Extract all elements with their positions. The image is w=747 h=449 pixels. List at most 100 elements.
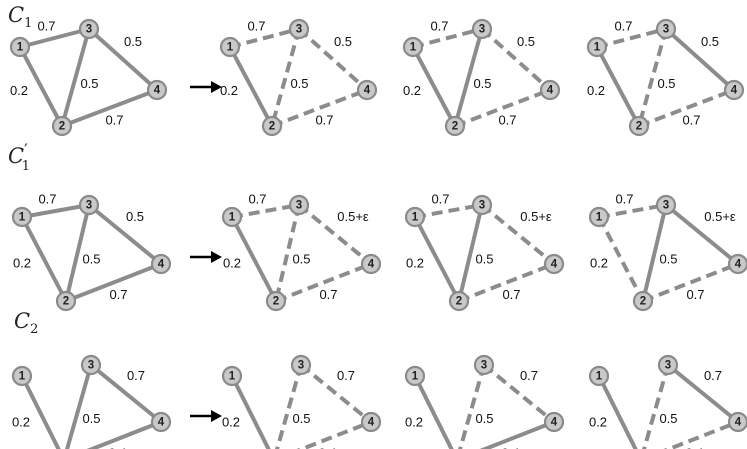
edge-weight-3-2: 0.5 (292, 252, 310, 267)
edge-1-3 (229, 27, 300, 49)
svg-text:4: 4 (154, 85, 161, 97)
svg-text:3: 3 (479, 24, 485, 36)
node-4: 4 (356, 79, 378, 101)
svg-text:4: 4 (735, 417, 742, 429)
node-3: 3 (655, 194, 677, 216)
node-3: 3 (655, 18, 677, 40)
edge-weight-3-2: 0.5 (657, 76, 675, 91)
svg-text:4: 4 (731, 85, 738, 97)
svg-text:4: 4 (158, 417, 165, 429)
node-3: 3 (471, 18, 493, 40)
node-3: 3 (288, 18, 310, 40)
edge-weight-3-2: 0.5 (82, 411, 100, 426)
edge-weight-3-2: 0.5 (292, 411, 310, 426)
edge-weight-3-4: 0.5+ε (520, 209, 552, 224)
edge-3-4 (87, 203, 163, 266)
edge-weight-2-4: 0.4 (318, 446, 336, 449)
edge-weight-2-4: 0.4 (685, 446, 703, 449)
node-1: 1 (588, 206, 610, 228)
edge-weight-2-4: 0.7 (498, 113, 516, 128)
edge-3-4 (664, 27, 736, 92)
node-3: 3 (657, 354, 679, 376)
edge-weight-1-2: 0.2 (405, 415, 423, 430)
edge-weight-1-2: 0.2 (220, 83, 238, 98)
edge-weight-1-2: 0.2 (589, 415, 607, 430)
svg-text:2: 2 (59, 121, 65, 133)
svg-text:2: 2 (63, 296, 69, 308)
edge-1-3 (20, 203, 91, 219)
edge-weight-3-2: 0.5 (82, 252, 100, 267)
svg-text:3: 3 (86, 200, 92, 212)
svg-text:4: 4 (735, 259, 742, 271)
edge-3-4 (87, 27, 159, 92)
edge-weight-1-2: 0.2 (13, 256, 31, 271)
edge-weight-1-2: 0.2 (590, 256, 608, 271)
edge-1-2 (230, 215, 278, 303)
edge-weight-3-2: 0.5 (659, 252, 677, 267)
graph-panel-c2-4: 0.20.50.70.41234 (588, 354, 747, 449)
edge-weight-1-2: 0.2 (12, 415, 30, 430)
node-3: 3 (288, 194, 310, 216)
edge-weight-3-4: 0.5 (124, 34, 142, 49)
svg-text:2: 2 (640, 296, 646, 308)
edge-1-3 (412, 27, 483, 49)
edge-weight-1-3: 0.7 (38, 192, 56, 207)
edge-1-2 (230, 374, 271, 449)
edge-1-2 (413, 374, 454, 449)
edge-1-3 (18, 27, 91, 49)
edge-weight-2-4: 0.7 (682, 113, 700, 128)
edge-weight-2-4: 0.7 (319, 287, 337, 302)
node-1: 1 (9, 36, 31, 58)
edge-3-4 (297, 27, 369, 92)
transition-arrow (190, 410, 222, 422)
edge-3-4 (664, 203, 740, 266)
edge-weight-2-4: 0.7 (315, 113, 333, 128)
node-2: 2 (448, 290, 470, 312)
edge-1-2 (597, 374, 638, 449)
edge-weight-3-4: 0.7 (704, 368, 722, 383)
edge-3-2 (641, 203, 668, 303)
node-2: 2 (444, 115, 466, 137)
edge-1-2 (411, 45, 457, 128)
edge-weight-1-3: 0.7 (431, 192, 449, 207)
node-4: 4 (543, 411, 565, 433)
svg-text:2: 2 (269, 121, 275, 133)
edge-3-2 (642, 364, 670, 449)
edge-weight-3-2: 0.5 (659, 411, 677, 426)
row-label-c1: C1 (8, 3, 32, 31)
edge-weight-3-4: 0.5+ε (704, 209, 736, 224)
svg-text:2: 2 (273, 296, 279, 308)
edge-weight-3-2: 0.5 (473, 76, 491, 91)
svg-text:3: 3 (663, 24, 669, 36)
transition-arrow (190, 81, 222, 93)
edge-weight-1-3: 0.7 (37, 19, 55, 34)
edge-weight-1-3: 0.7 (248, 192, 266, 207)
svg-text:3: 3 (665, 360, 671, 372)
edge-2-4 (64, 262, 163, 303)
edge-weight-1-2: 0.2 (223, 256, 241, 271)
edge-1-3 (414, 203, 483, 219)
node-1: 1 (402, 36, 424, 58)
edge-3-4 (480, 27, 552, 92)
svg-text:4: 4 (158, 259, 165, 271)
node-1: 1 (11, 365, 33, 387)
edge-weight-3-4: 0.5 (701, 34, 719, 49)
edge-1-3 (596, 27, 667, 49)
graph-panel-c2-1: 0.20.50.70.41234 (11, 354, 172, 449)
edge-weight-3-4: 0.7 (520, 368, 538, 383)
edge-1-3 (598, 203, 667, 219)
edge-weight-1-2: 0.2 (222, 415, 240, 430)
edge-weight-1-2: 0.2 (403, 83, 421, 98)
node-1: 1 (586, 36, 608, 58)
edge-2-4 (479, 420, 556, 449)
edge-weight-2-4: 0.7 (686, 287, 704, 302)
node-1: 1 (404, 365, 426, 387)
edge-3-2 (64, 203, 91, 303)
edge-2-4 (86, 420, 163, 449)
